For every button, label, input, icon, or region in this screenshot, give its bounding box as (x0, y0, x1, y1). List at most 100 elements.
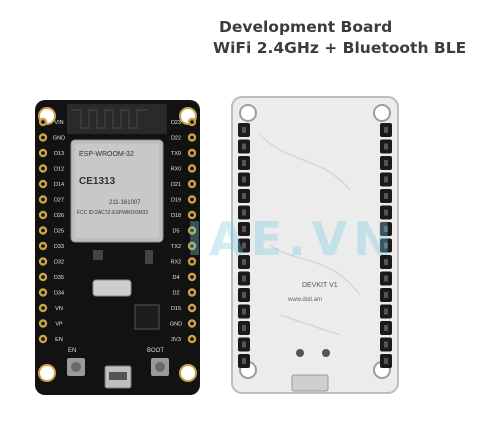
pin-hole (190, 259, 194, 264)
header-pin-slot (242, 259, 246, 265)
pin-label: RX0 (171, 167, 182, 173)
header-pin-slot (384, 226, 388, 232)
pin-hole (190, 197, 194, 202)
pin-label: D19 (171, 198, 181, 204)
pin-label: 3V3 (171, 337, 181, 343)
pin-label: GND (170, 322, 182, 328)
header-pin-slot (242, 176, 246, 183)
pin-hole (190, 213, 194, 217)
caption-title: Development Board (219, 18, 393, 36)
pin-label: D26 (54, 213, 64, 219)
pin-hole (41, 182, 45, 186)
back-board-image: DEVKIT V1 www.doit.am (231, 96, 399, 394)
header-pin-slot (242, 143, 246, 150)
pin-label: D22 (171, 136, 181, 142)
pin-label: D12 (54, 167, 64, 173)
pin-label: D5 (172, 229, 179, 235)
url-label: www.doit.am (287, 297, 322, 303)
pin-label: TX0 (171, 151, 181, 157)
header-pin-slot (384, 292, 388, 298)
front-board-image: VINGNDD13D12D14D27D26D25D33D32D35D34VNVP… (35, 100, 200, 395)
pin-hole (190, 306, 194, 310)
header-pin-slot (242, 341, 246, 348)
pin-label: D18 (171, 213, 181, 219)
pin-label: D14 (54, 182, 64, 188)
pin-hole (190, 151, 194, 155)
header-pin-slot (384, 176, 388, 183)
back-board: DEVKIT V1 www.doit.am (230, 95, 400, 395)
boot-button-label: BOOT (147, 348, 164, 354)
pin-label: VP (55, 322, 63, 328)
pin-hole (190, 275, 194, 279)
pin-hole (41, 228, 45, 233)
pin-label: D27 (54, 198, 64, 204)
pin-hole (41, 166, 45, 171)
header-pin-slot (242, 308, 246, 315)
pin-hole (41, 244, 45, 248)
header-pin-slot (384, 209, 388, 216)
pin-hole (41, 197, 45, 202)
pin-hole (41, 120, 45, 124)
pin-label: TX2 (171, 244, 181, 250)
header-pin-slot (384, 242, 388, 249)
pin-label: D4 (172, 275, 179, 281)
pin-label: VN (55, 306, 63, 312)
header-pin-slot (384, 341, 388, 348)
header-pin-slot (384, 275, 388, 282)
header-pin-slot (242, 127, 246, 133)
header-pin-slot (242, 292, 246, 298)
pin-label: D35 (54, 275, 64, 281)
pin-label: D15 (171, 306, 181, 312)
pin-hole (190, 337, 194, 341)
pin-hole (190, 135, 194, 140)
pin-label: D2 (172, 291, 179, 297)
header-pin-slot (384, 325, 388, 331)
pin-hole (41, 259, 45, 264)
right-pin-header: D23D22TX0RX0D21D19D18D5TX2RX2D4D2D15GND3… (170, 117, 197, 344)
pin-label: D13 (54, 151, 64, 157)
fcc-id-label: FCC ID:2AC7Z-ESPWROOM32 (77, 210, 148, 216)
pin-hole (41, 151, 45, 155)
en-button-label: EN (68, 348, 76, 354)
pin-hole (41, 321, 45, 326)
back-right-pin-header (380, 123, 392, 368)
header-pin-slot (242, 209, 246, 216)
header-pin-slot (242, 325, 246, 331)
header-pin-slot (242, 242, 246, 249)
pin-hole (41, 135, 45, 140)
header-pin-slot (384, 308, 388, 315)
pin-label: D33 (54, 244, 64, 250)
header-pin-slot (384, 259, 388, 265)
pin-hole (41, 275, 45, 279)
pin-hole (190, 290, 194, 295)
left-pin-header: VINGNDD13D12D14D27D26D25D33D32D35D34VNVP… (38, 117, 65, 344)
header-pin-slot (242, 358, 246, 364)
header-pin-slot (384, 193, 388, 199)
module-name-label: ESP-WROOM-32 (79, 151, 134, 158)
pin-hole (190, 166, 194, 171)
pin-label: D32 (54, 260, 64, 266)
pin-hole (190, 321, 194, 326)
model-label: DEVKIT V1 (302, 282, 338, 289)
header-pin-slot (242, 160, 246, 166)
pin-hole (41, 213, 45, 217)
pin-hole (41, 306, 45, 310)
pin-hole (190, 182, 194, 186)
pin-label: VIN (54, 120, 63, 126)
pin-label: D34 (54, 291, 64, 297)
pin-hole (190, 244, 194, 248)
pin-hole (190, 228, 194, 233)
caption-subtitle: WiFi 2.4GHz + Bluetooth BLE (213, 39, 467, 57)
pin-hole (41, 290, 45, 295)
header-pin-slot (384, 160, 388, 166)
fcc-number-label: 211-161007 (109, 200, 141, 206)
pin-label: GND (53, 136, 65, 142)
header-pin-slot (242, 193, 246, 199)
pin-label: EN (55, 337, 63, 343)
header-pin-slot (384, 127, 388, 133)
header-pin-slot (384, 143, 388, 150)
header-pin-slot (242, 226, 246, 232)
header-pin-slot (242, 275, 246, 282)
back-left-pin-header (238, 123, 250, 368)
